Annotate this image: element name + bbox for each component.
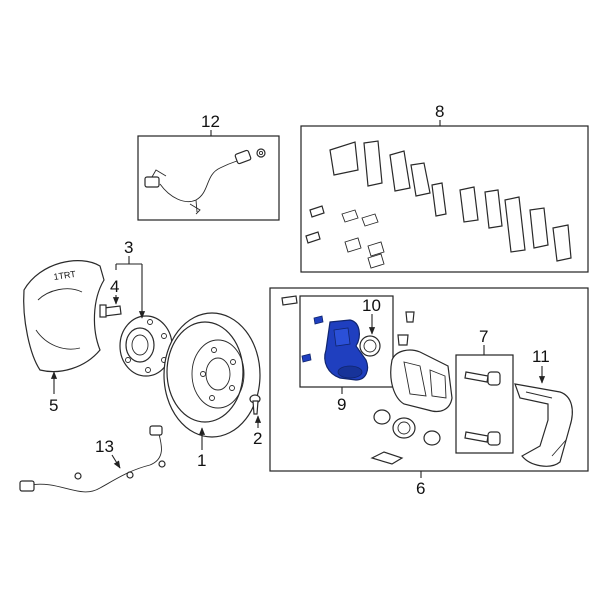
part-9-parking-brake-actuator bbox=[301, 315, 369, 381]
shield-stamp: 1TRT bbox=[53, 269, 77, 282]
part-2-screw bbox=[249, 394, 261, 415]
part-4-bolt bbox=[99, 304, 122, 318]
part-8-pad-kit bbox=[305, 140, 572, 269]
callout-7: 7 bbox=[479, 327, 488, 346]
callout-5: 5 bbox=[49, 396, 58, 415]
callout-4: 4 bbox=[110, 277, 119, 296]
part-13-sensor-harness bbox=[19, 425, 166, 493]
callout-10: 10 bbox=[362, 296, 381, 315]
callout-6: 6 bbox=[416, 479, 425, 498]
group-box-6 bbox=[269, 287, 589, 472]
callout-labels: 12 8 3 4 5 1 2 13 6 9 10 7 11 bbox=[49, 102, 550, 498]
callout-13: 13 bbox=[95, 437, 114, 456]
group-box-12 bbox=[137, 135, 280, 221]
callout-1: 1 bbox=[197, 451, 206, 470]
part-6-caliper-assembly bbox=[281, 295, 453, 465]
group-box-9 bbox=[299, 295, 394, 388]
callout-12: 12 bbox=[201, 112, 220, 131]
callout-2: 2 bbox=[253, 429, 262, 448]
part-11-caliper-bracket bbox=[514, 383, 573, 467]
callout-9: 9 bbox=[337, 395, 346, 414]
part-3-hub bbox=[119, 315, 173, 377]
part-12-sensor-harness bbox=[144, 148, 266, 215]
callout-8: 8 bbox=[435, 102, 444, 121]
part-7-guide-pins bbox=[464, 371, 501, 446]
group-box-8 bbox=[300, 125, 589, 273]
leader-lines bbox=[50, 120, 546, 478]
callout-11: 11 bbox=[532, 347, 550, 366]
part-1-rotor bbox=[163, 312, 261, 438]
part-5-dust-shield: 1TRT bbox=[23, 260, 105, 373]
callout-3: 3 bbox=[124, 238, 133, 257]
part-10-o-ring bbox=[359, 335, 381, 357]
